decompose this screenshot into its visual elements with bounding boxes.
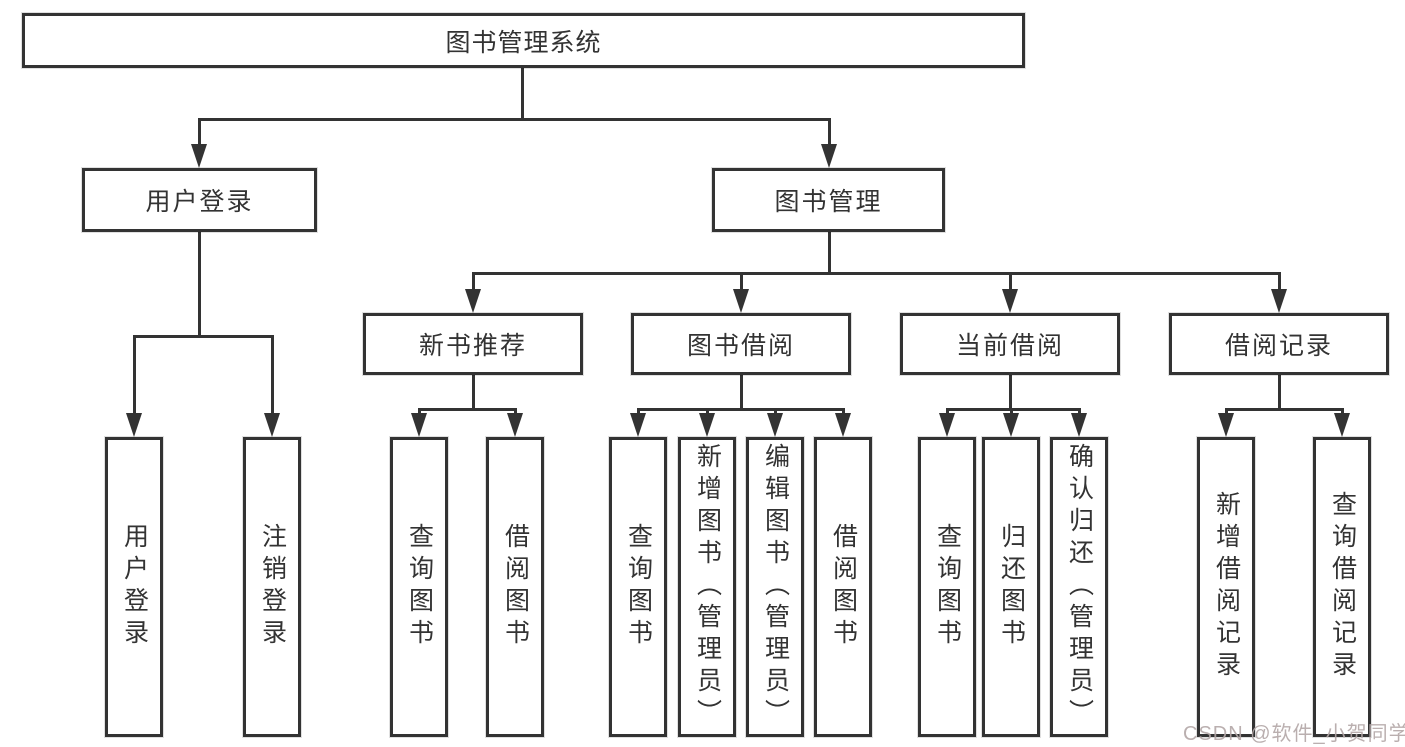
node-label: 编辑图书（管理员） — [761, 443, 790, 731]
connector-line — [197, 118, 831, 121]
arrowhead-down-icon — [1334, 413, 1350, 437]
arrowhead-down-icon — [191, 144, 207, 168]
connector-line — [945, 408, 949, 417]
node-label: 用户登录 — [120, 523, 149, 651]
node-new-book-recommend: 新书推荐 — [363, 313, 583, 375]
node-label: 用户登录 — [145, 188, 254, 216]
connector-line — [1224, 408, 1228, 417]
arrowhead-down-icon — [835, 413, 851, 437]
watermark: CSDN @软件_小贺同学 — [1183, 723, 1405, 745]
connector-line — [471, 272, 475, 293]
node-label: 确认归还（管理员） — [1065, 443, 1094, 731]
connector-line — [1009, 408, 1013, 417]
arrowhead-down-icon — [1002, 289, 1018, 313]
connector-line — [417, 408, 517, 411]
arrowhead-down-icon — [939, 413, 955, 437]
connector-line — [1008, 272, 1012, 293]
connector-line — [636, 408, 845, 411]
connector-line — [636, 408, 640, 417]
connector-line — [197, 118, 201, 148]
connector-line — [739, 272, 743, 293]
leaf-confirm-return-admin: 确认归还（管理员） — [1050, 437, 1108, 737]
node-label: 新增图书（管理员） — [693, 443, 722, 731]
node-label: 查询借阅记录 — [1328, 491, 1357, 683]
connector-line — [1077, 408, 1081, 417]
node-label: 新增借阅记录 — [1212, 491, 1241, 683]
connector-line — [739, 375, 743, 408]
connector-line — [945, 408, 1081, 411]
node-label: 图书管理 — [774, 188, 883, 216]
node-label: 当前借阅 — [955, 332, 1064, 360]
leaf-query-books-current: 查询图书 — [918, 437, 976, 737]
connector-line — [1277, 375, 1281, 408]
leaf-add-books-admin: 新增图书（管理员） — [678, 437, 736, 737]
leaf-user-login: 用户登录 — [105, 437, 163, 737]
connector-line — [513, 408, 517, 417]
arrowhead-down-icon — [767, 413, 783, 437]
arrowhead-down-icon — [733, 289, 749, 313]
connector-line — [417, 408, 421, 417]
arrowhead-down-icon — [1271, 289, 1287, 313]
connector-line — [471, 272, 1281, 275]
leaf-add-borrow-record: 新增借阅记录 — [1197, 437, 1255, 737]
node-label: 归还图书 — [997, 523, 1026, 651]
leaf-return-books: 归还图书 — [982, 437, 1040, 737]
leaf-query-borrow-record: 查询借阅记录 — [1313, 437, 1371, 737]
node-label: 查询图书 — [933, 523, 962, 651]
connector-line — [827, 232, 831, 272]
arrowhead-down-icon — [630, 413, 646, 437]
connector-line — [132, 335, 274, 338]
leaf-query-books-borrowing: 查询图书 — [609, 437, 667, 737]
node-label: 查询图书 — [405, 523, 434, 651]
node-label: 注销登录 — [258, 523, 287, 651]
node-library-management-system: 图书管理系统 — [22, 13, 1025, 68]
arrowhead-down-icon — [126, 413, 142, 437]
connector-line — [827, 118, 831, 148]
node-label: 图书借阅 — [686, 332, 795, 360]
leaf-edit-books-admin: 编辑图书（管理员） — [746, 437, 804, 737]
connector-line — [270, 335, 274, 417]
arrowhead-down-icon — [699, 413, 715, 437]
node-book-management: 图书管理 — [712, 168, 945, 232]
connector-line — [841, 408, 845, 417]
node-label: 图书管理系统 — [445, 28, 602, 57]
connector-line — [705, 408, 709, 417]
node-label: 查询图书 — [624, 523, 653, 651]
leaf-borrow-books-recommend: 借阅图书 — [486, 437, 544, 737]
node-label: 借阅图书 — [829, 523, 858, 651]
node-current-borrowing: 当前借阅 — [900, 313, 1120, 375]
node-label: 借阅记录 — [1224, 332, 1333, 360]
connector-line — [471, 375, 475, 408]
connector-line — [773, 408, 777, 417]
node-borrowing-records: 借阅记录 — [1169, 313, 1389, 375]
node-label: 借阅图书 — [501, 523, 530, 651]
arrowhead-down-icon — [507, 413, 523, 437]
connector-line — [1340, 408, 1344, 417]
leaf-logout: 注销登录 — [243, 437, 301, 737]
arrowhead-down-icon — [1071, 413, 1087, 437]
connector-line — [132, 335, 136, 417]
arrowhead-down-icon — [1003, 413, 1019, 437]
node-user-login: 用户登录 — [82, 168, 317, 232]
connector-line — [520, 68, 524, 118]
connector-line — [1277, 272, 1281, 293]
leaf-query-books-recommend: 查询图书 — [390, 437, 448, 737]
leaf-borrow-books: 借阅图书 — [814, 437, 872, 737]
node-book-borrowing: 图书借阅 — [631, 313, 851, 375]
arrowhead-down-icon — [1218, 413, 1234, 437]
node-label: 新书推荐 — [418, 332, 527, 360]
connector-line — [1008, 375, 1012, 408]
arrowhead-down-icon — [821, 144, 837, 168]
arrowhead-down-icon — [264, 413, 280, 437]
connector-line — [197, 232, 201, 335]
arrowhead-down-icon — [411, 413, 427, 437]
arrowhead-down-icon — [465, 289, 481, 313]
connector-line — [1224, 408, 1344, 411]
